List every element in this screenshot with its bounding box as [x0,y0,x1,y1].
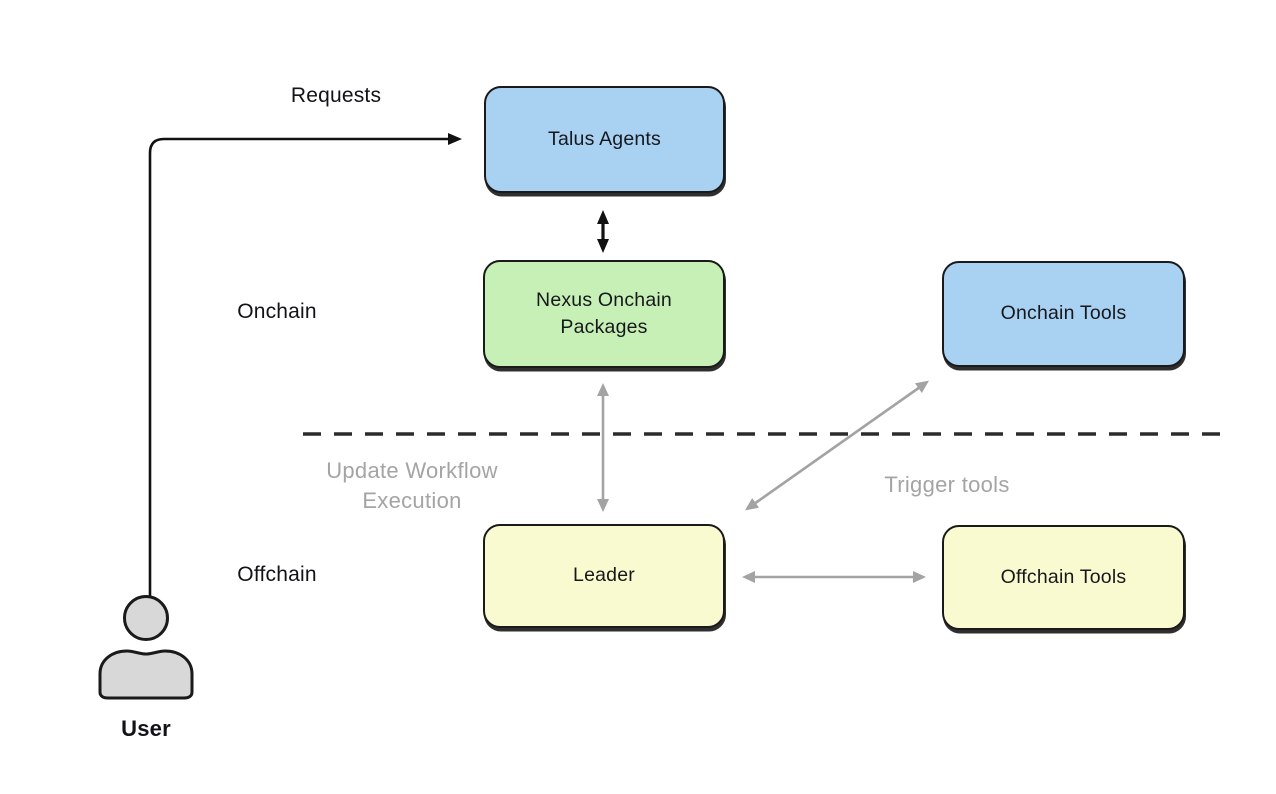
node-offchain-tools-label: Offchain Tools [1000,565,1127,588]
trigger-tools-label: Trigger tools [884,472,1010,497]
node-leader-label: Leader [573,564,635,587]
node-onchain-tools-label: Onchain Tools [1000,302,1127,325]
user-label: User [121,716,171,741]
update-workflow-execution-label: Update Workflow Execution [326,458,498,513]
node-leader: Leader [483,524,725,628]
onchain-zone-label: Onchain [237,300,317,323]
requests-arrow [148,133,462,600]
user-icon-body [98,649,194,700]
node-onchain-tools: Onchain Tools [942,261,1185,367]
node-talus-agents: Talus Agents [484,86,725,193]
requests-label: Requests [290,84,382,107]
node-nexus-onchain-packages-label: Nexus Onchain Packages [536,288,672,338]
user-icon [94,594,198,702]
user-icon-head [123,595,169,641]
node-talus-agents-label: Talus Agents [548,127,661,150]
node-offchain-tools: Offchain Tools [942,525,1185,630]
offchain-zone-label: Offchain [237,563,317,586]
node-nexus-onchain-packages: Nexus Onchain Packages [483,260,725,368]
